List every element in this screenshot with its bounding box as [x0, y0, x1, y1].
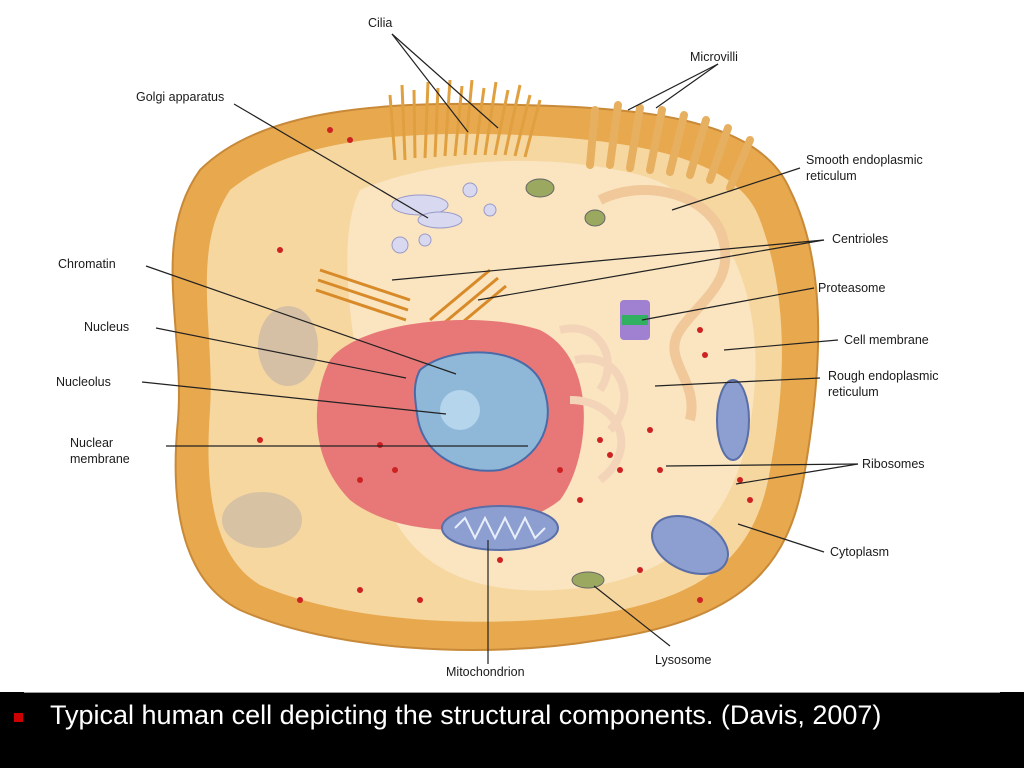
label-cell-membrane: Cell membrane	[844, 333, 929, 347]
label-smooth-er-1: Smooth endoplasmic	[806, 153, 923, 167]
chromatin-graphic	[413, 351, 549, 472]
label-nucleus: Nucleus	[84, 320, 129, 334]
label-mitochondrion: Mitochondrion	[446, 665, 525, 679]
label-cilia: Cilia	[368, 16, 392, 30]
label-proteasome: Proteasome	[818, 281, 885, 295]
vesicle-graphic-2	[584, 209, 606, 227]
labels: Cilia Microvilli Golgi apparatus Smooth …	[56, 16, 939, 679]
label-nuclear-membrane-2: membrane	[70, 452, 130, 466]
label-centrioles: Centrioles	[832, 232, 888, 246]
label-ribosomes: Ribosomes	[862, 457, 925, 471]
vacuole-graphic	[258, 306, 318, 386]
leader-lines	[141, 33, 859, 664]
golgi-graphic	[391, 182, 497, 254]
caption-divider	[24, 692, 1000, 693]
ribosome-dots	[257, 127, 753, 603]
cilia-graphic	[388, 79, 542, 161]
mitochondrion-graphic-2	[651, 514, 729, 576]
label-cytoplasm: Cytoplasm	[830, 545, 889, 559]
mitochondrion-graphic-3	[716, 379, 750, 461]
cell-diagram: Cilia Microvilli Golgi apparatus Smooth …	[56, 16, 939, 679]
label-lysosome: Lysosome	[655, 653, 712, 667]
label-nucleolus: Nucleolus	[56, 375, 111, 389]
nucleolus-graphic	[440, 390, 480, 430]
label-smooth-er-2: reticulum	[806, 169, 857, 183]
lysosome-graphic	[571, 571, 605, 589]
label-nuclear-membrane-1: Nuclear	[70, 436, 113, 450]
vesicle-graphic	[525, 178, 555, 198]
microvilli-graphic	[586, 101, 754, 192]
label-chromatin: Chromatin	[58, 257, 116, 271]
label-rough-er-2: reticulum	[828, 385, 879, 399]
label-microvilli: Microvilli	[690, 50, 738, 64]
mitochondrion-cristae	[454, 515, 546, 541]
smooth-er-graphic	[597, 185, 731, 422]
label-rough-er-1: Rough endoplasmic	[828, 369, 939, 383]
label-golgi-apparatus: Golgi apparatus	[136, 90, 224, 104]
vacuole-graphic-2	[222, 492, 302, 548]
rough-er-graphic	[559, 324, 629, 484]
figure-area: Cilia Microvilli Golgi apparatus Smooth …	[0, 0, 1024, 692]
caption-bar	[0, 692, 1024, 768]
caption-text: Typical human cell depicting the structu…	[50, 700, 882, 730]
proteasome-graphic	[620, 300, 650, 340]
bullet-icon	[14, 713, 23, 722]
